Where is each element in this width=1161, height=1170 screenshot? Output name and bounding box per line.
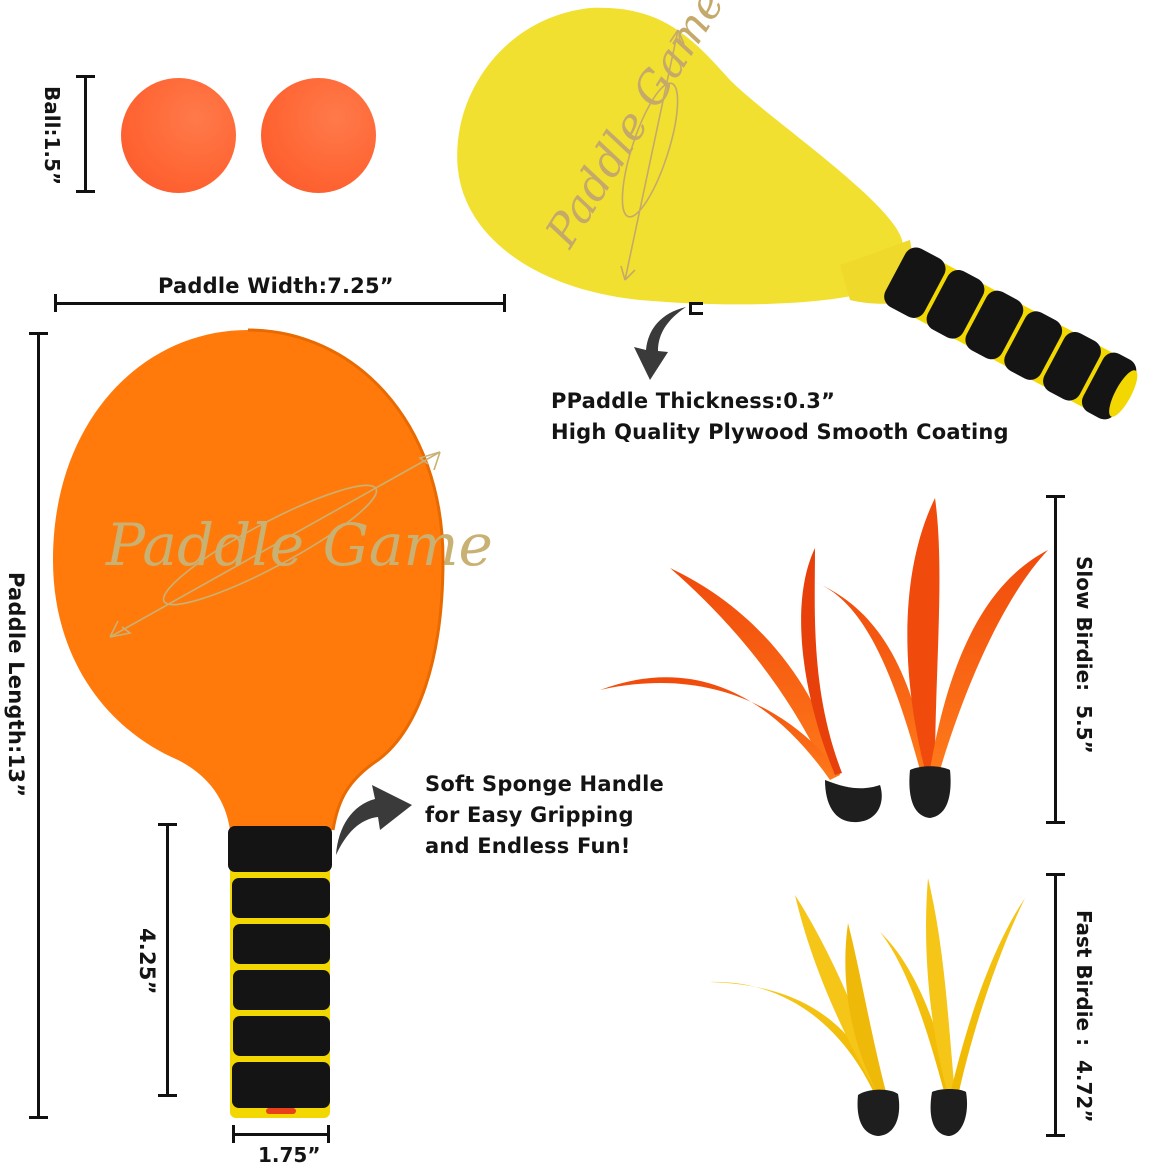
fast-birdie-cap-bottom (1046, 1134, 1065, 1137)
ball-dimension: Ball:1.5” (30, 72, 110, 196)
paddle-width-cap-left (54, 294, 57, 312)
fast-birdie-label: Fast Birdie : 4.72” (1072, 910, 1096, 1123)
ball-1 (121, 78, 236, 193)
paddle-length-line (37, 333, 40, 1118)
thickness-bracket (689, 302, 703, 315)
curved-arrow-right-icon (336, 785, 412, 855)
slow-birdie-line (1054, 496, 1057, 823)
ball-2 (261, 78, 376, 193)
yellow-paddle: Paddle Game (457, 0, 1138, 420)
fast-birdie-1 (710, 895, 900, 1136)
handle-width-cap-left (232, 1125, 235, 1143)
fast-birdies (710, 878, 1025, 1136)
curved-arrow-down-icon (634, 307, 686, 380)
handle-callout: Soft Sponge Handle for Easy Gripping and… (425, 769, 664, 862)
handle-width-cap-right (327, 1125, 330, 1143)
ball-dimension-cap-bottom (76, 190, 95, 193)
ball-size-label: Ball:1.5” (40, 86, 64, 186)
orange-paddle-grip (228, 826, 332, 1118)
slow-birdies (600, 498, 1048, 823)
paddle-length-cap-bottom (29, 1116, 48, 1119)
handle-width-line (233, 1133, 329, 1136)
slow-birdie-label: Slow Birdie: 5.5” (1072, 556, 1096, 754)
paddle-width-cap-right (503, 294, 506, 312)
thickness-callout-line2: High Quality Plywood Smooth Coating (551, 420, 1009, 444)
ball-dimension-line (84, 76, 87, 192)
fast-birdie-cap-top (1046, 873, 1065, 876)
paddle-width-line (55, 302, 505, 305)
handle-callout-line3: and Endless Fun! (425, 834, 631, 858)
slow-birdie-2 (815, 498, 1048, 818)
slow-birdie-cap-top (1046, 495, 1065, 498)
handle-length-cap-top (158, 823, 177, 826)
paddle-width-label: Paddle Width:7.25” (158, 274, 394, 298)
slow-birdie-1 (600, 548, 882, 823)
handle-callout-line1: Soft Sponge Handle (425, 772, 664, 796)
handle-length-label: 4.25” (135, 928, 159, 995)
thickness-callout: PPaddle Thickness:0.3” High Quality Plyw… (551, 386, 1009, 448)
fast-birdie-2 (880, 878, 1025, 1136)
paddle-length-cap-top (29, 332, 48, 335)
handle-length-line (166, 824, 169, 1096)
yellow-paddle-grip (884, 247, 1138, 420)
fast-birdie-line (1054, 874, 1057, 1136)
orange-paddle: Paddle Game (53, 328, 493, 1118)
slow-birdie-cap-bottom (1046, 821, 1065, 824)
orange-paddle-logo-text: Paddle Game (105, 511, 493, 579)
handle-width-label: 1.75” (258, 1143, 321, 1167)
handle-callout-line2: for Easy Gripping (425, 803, 634, 827)
yellow-paddle-logo-arrow (620, 29, 685, 281)
ball-dimension-cap-top (76, 75, 95, 78)
thickness-callout-line1: PPaddle Thickness:0.3” (551, 389, 836, 413)
handle-length-cap-bottom (158, 1094, 177, 1097)
orange-paddle-logo-arrow (109, 451, 441, 638)
paddle-length-label: Paddle Length:13” (4, 572, 28, 798)
